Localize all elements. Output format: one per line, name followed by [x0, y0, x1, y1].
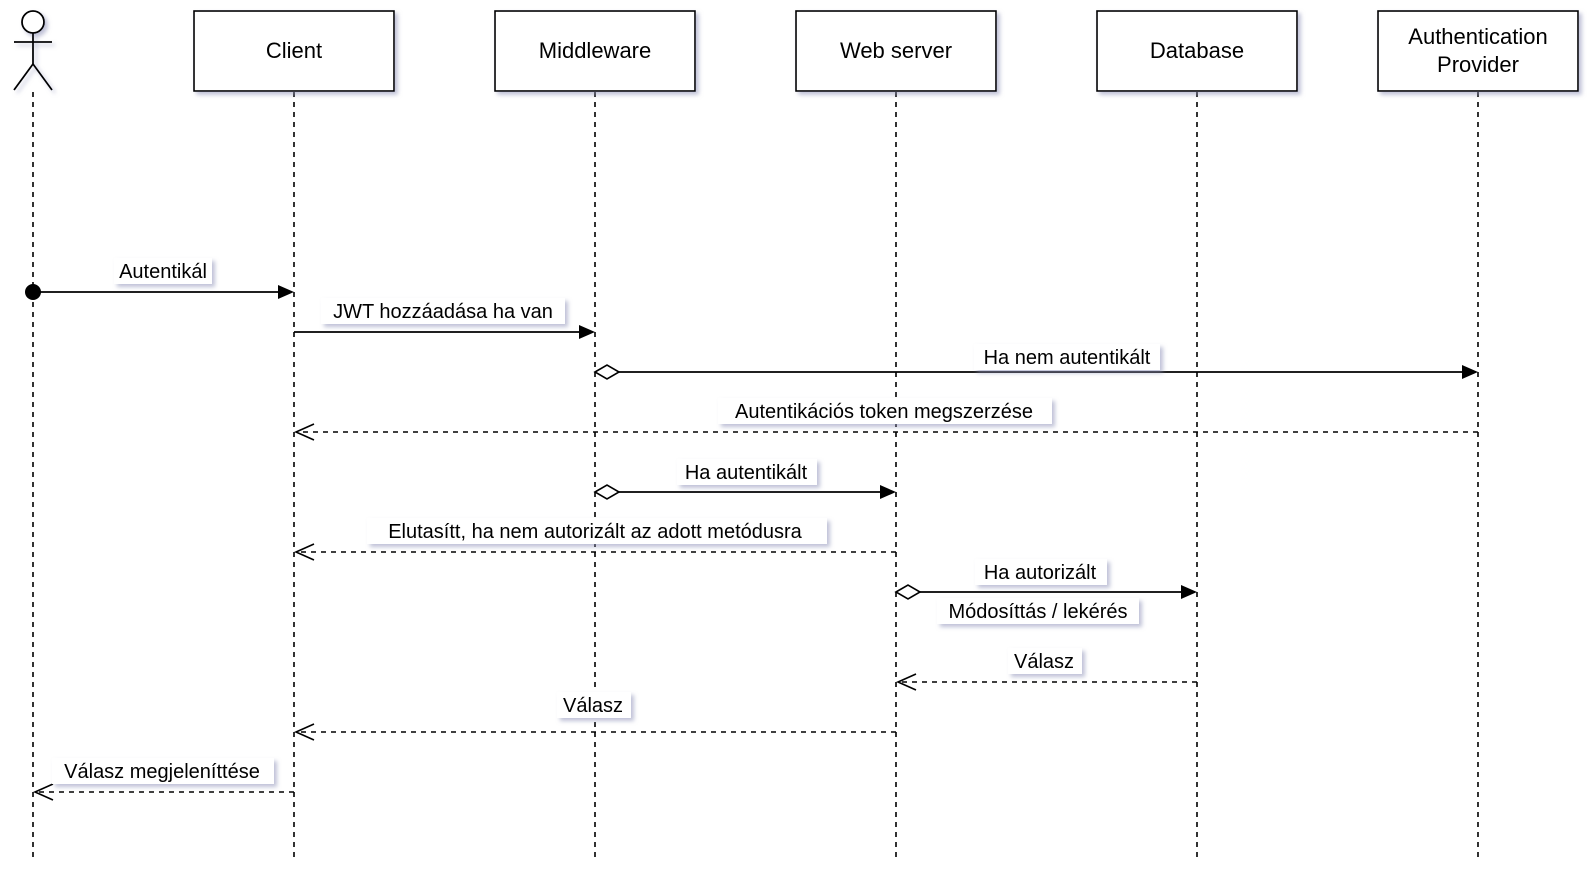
participant-webserver-label: Web server — [840, 38, 952, 63]
participant-client-label: Client — [266, 38, 322, 63]
message-ha-autentikalt: Ha autentikált — [593, 459, 896, 500]
message-ha-nem-autentikalt-label: Ha nem autentikált — [984, 347, 1151, 369]
message-elutasitt: Elutasítt, ha nem autorizált az adott me… — [294, 518, 896, 561]
participant-client: Client — [193, 10, 395, 92]
message-token: Autentikációs token megszerzése — [294, 398, 1478, 441]
participant-auth-label-line2: Provider — [1437, 52, 1519, 77]
actor-icon — [13, 10, 53, 91]
message-valasz-megjelenitese: Válasz megjeleníttése — [33, 758, 294, 801]
lifelines — [32, 92, 1479, 858]
participant-auth-label-line1: Authentication — [1408, 24, 1547, 49]
message-elutasitt-label: Elutasítt, ha nem autorizált az adott me… — [388, 521, 802, 543]
message-modositas-label: Módosíttás / lekérés — [949, 601, 1128, 623]
participant-database-label: Database — [1150, 38, 1244, 63]
message-ha-autorizalt: Ha autorizált Módosíttás / lekérés — [894, 559, 1197, 624]
message-ha-nem-autentikalt: Ha nem autentikált — [593, 344, 1478, 380]
message-valasz-db: Válasz — [896, 648, 1197, 691]
message-autentikal-label: Autentikál — [119, 261, 207, 283]
message-valasz-megjelenitese-label: Válasz megjeleníttése — [64, 761, 260, 783]
message-autentikal: Autentikál — [25, 258, 294, 300]
message-ha-autorizalt-label: Ha autorizált — [984, 562, 1097, 584]
participant-auth: Authentication Provider — [1377, 10, 1579, 92]
message-valasz-db-label: Válasz — [1014, 651, 1074, 673]
participant-database: Database — [1096, 10, 1298, 92]
participant-middleware: Middleware — [494, 10, 696, 92]
message-jwt-label: JWT hozzáadása ha van — [333, 301, 553, 323]
participant-middleware-label: Middleware — [539, 38, 652, 63]
message-token-label: Autentikációs token megszerzése — [735, 401, 1033, 423]
message-valasz-web-label: Válasz — [563, 695, 623, 717]
message-ha-autentikalt-label: Ha autentikált — [685, 462, 808, 484]
participant-webserver: Web server — [795, 10, 997, 92]
message-valasz-web: Válasz — [294, 692, 896, 741]
message-jwt: JWT hozzáadása ha van — [294, 298, 595, 339]
